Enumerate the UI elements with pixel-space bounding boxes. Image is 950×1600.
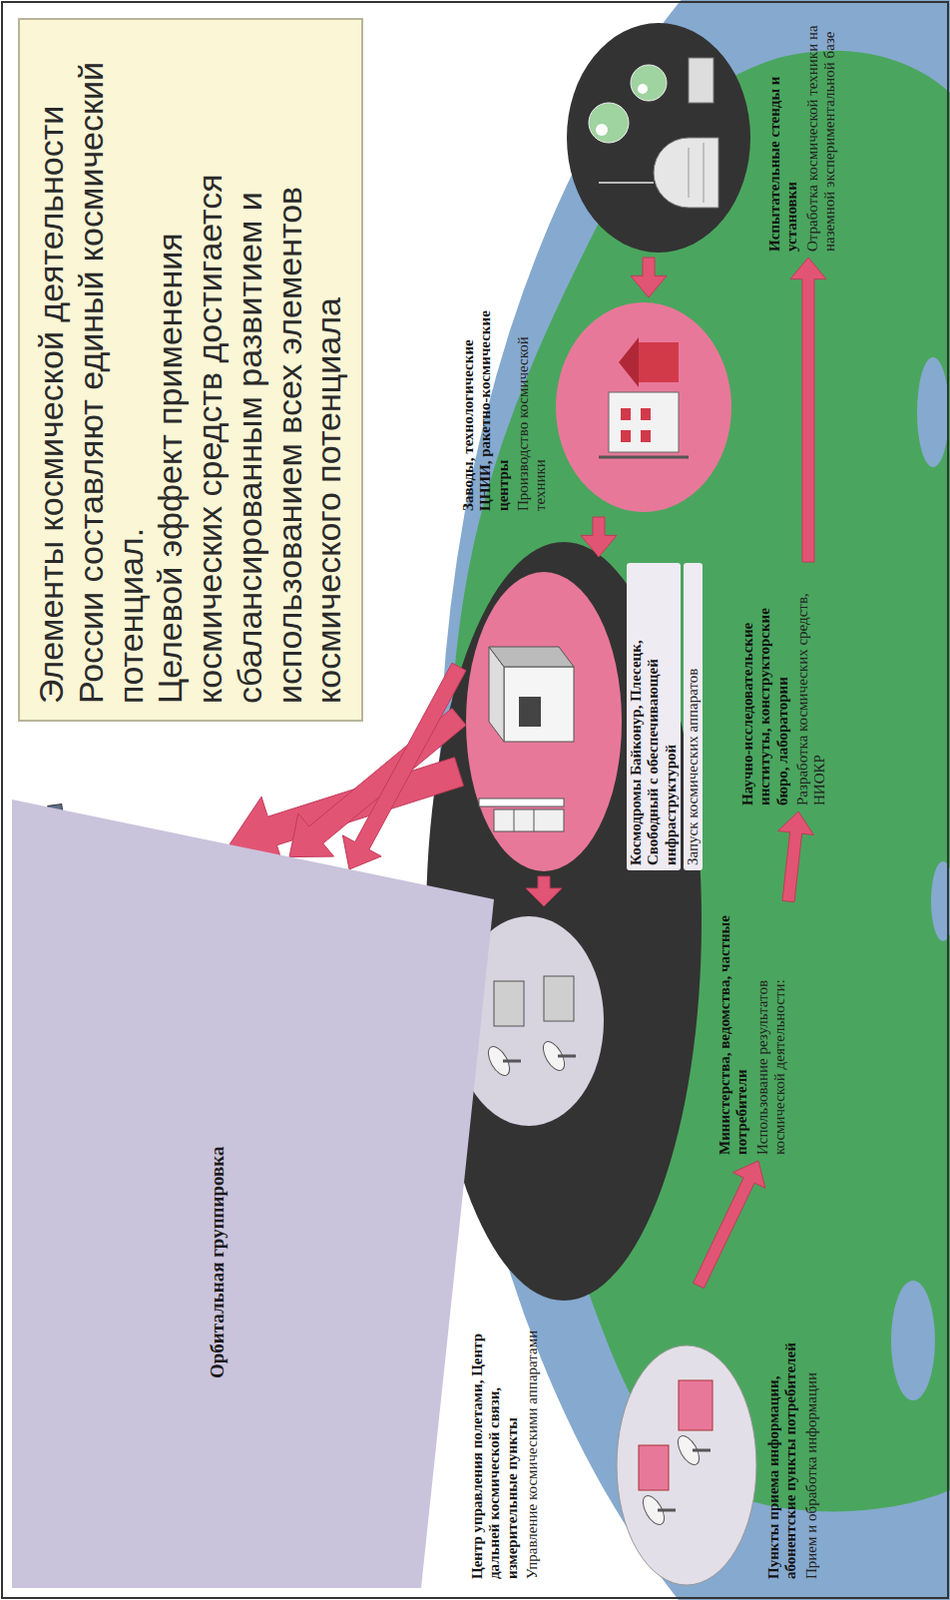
flow-arrow	[289, 708, 467, 858]
node-heading: Центр управления полетами, Центр дальней…	[469, 1315, 521, 1579]
title-box: Элементы космической деятельности России…	[17, 17, 364, 722]
node-heading: Космодромы Байконур, Плесецк, Свободный …	[626, 562, 681, 871]
node-heading: Научно-исследовательские институты, конс…	[739, 567, 792, 806]
node-body: Разработка космических средств, НИОКР	[794, 567, 830, 806]
orbit-fan: Орбитальная группировка	[11, 799, 494, 1588]
node-heading: Орбитальная группировка	[206, 1145, 229, 1379]
node-body: Запуск космических аппаратов	[683, 562, 703, 871]
node-heading: Пункты приема информации, абонентские пу…	[765, 1291, 801, 1579]
receiving-node: Пункты приема информации, абонентские пу…	[610, 1285, 827, 1585]
title-text: Элементы космической деятельности России…	[31, 35, 151, 704]
control-center-node: Центр управления полетами, Центр дальней…	[439, 906, 604, 1585]
node-body: Использование результатов космической де…	[754, 907, 790, 1155]
cosmodrome	[466, 571, 622, 872]
node-body: Прием и обработка информации	[803, 1291, 821, 1579]
orbit-fan-fill	[11, 799, 494, 1588]
node-heading: Министерства, ведомства, частные потреби…	[716, 907, 752, 1155]
flow-arrow	[630, 257, 667, 298]
test-facility: Испытательные стенды и установкиОтработк…	[558, 17, 859, 258]
ministries-node: Министерства, ведомства, частные потреби…	[710, 901, 795, 1161]
factory	[555, 302, 732, 512]
research-node: Научно-исследовательские институты, конс…	[733, 561, 835, 812]
flow-arrow	[693, 1160, 766, 1289]
factory-node: Заводы, технологические ЦНИИ, ракетно-ко…	[454, 297, 739, 517]
node-body: Управление космическими аппаратами	[523, 1315, 541, 1579]
node-body: Производство космической техники	[514, 303, 550, 511]
flow-arrow	[580, 516, 617, 557]
test-site	[566, 22, 751, 253]
cosmodrome-node: Космодромы Байконур, Плесецк, Свободный …	[459, 556, 709, 877]
node-heading: Испытательные стенды и установки	[766, 23, 802, 252]
title-text: Целевой эффект применения космических ср…	[150, 35, 350, 704]
receiving-station	[616, 1345, 757, 1585]
node-heading: Заводы, технологические ЦНИИ, ракетно-ко…	[460, 303, 512, 511]
node-body: Отработка космической техники на наземно…	[804, 23, 840, 252]
flow-arrow	[525, 876, 562, 907]
flow-arrow	[778, 811, 815, 903]
earth	[439, 0, 950, 1600]
flow-arrow	[790, 257, 827, 562]
orbit-fan-shape	[11, 799, 494, 1588]
